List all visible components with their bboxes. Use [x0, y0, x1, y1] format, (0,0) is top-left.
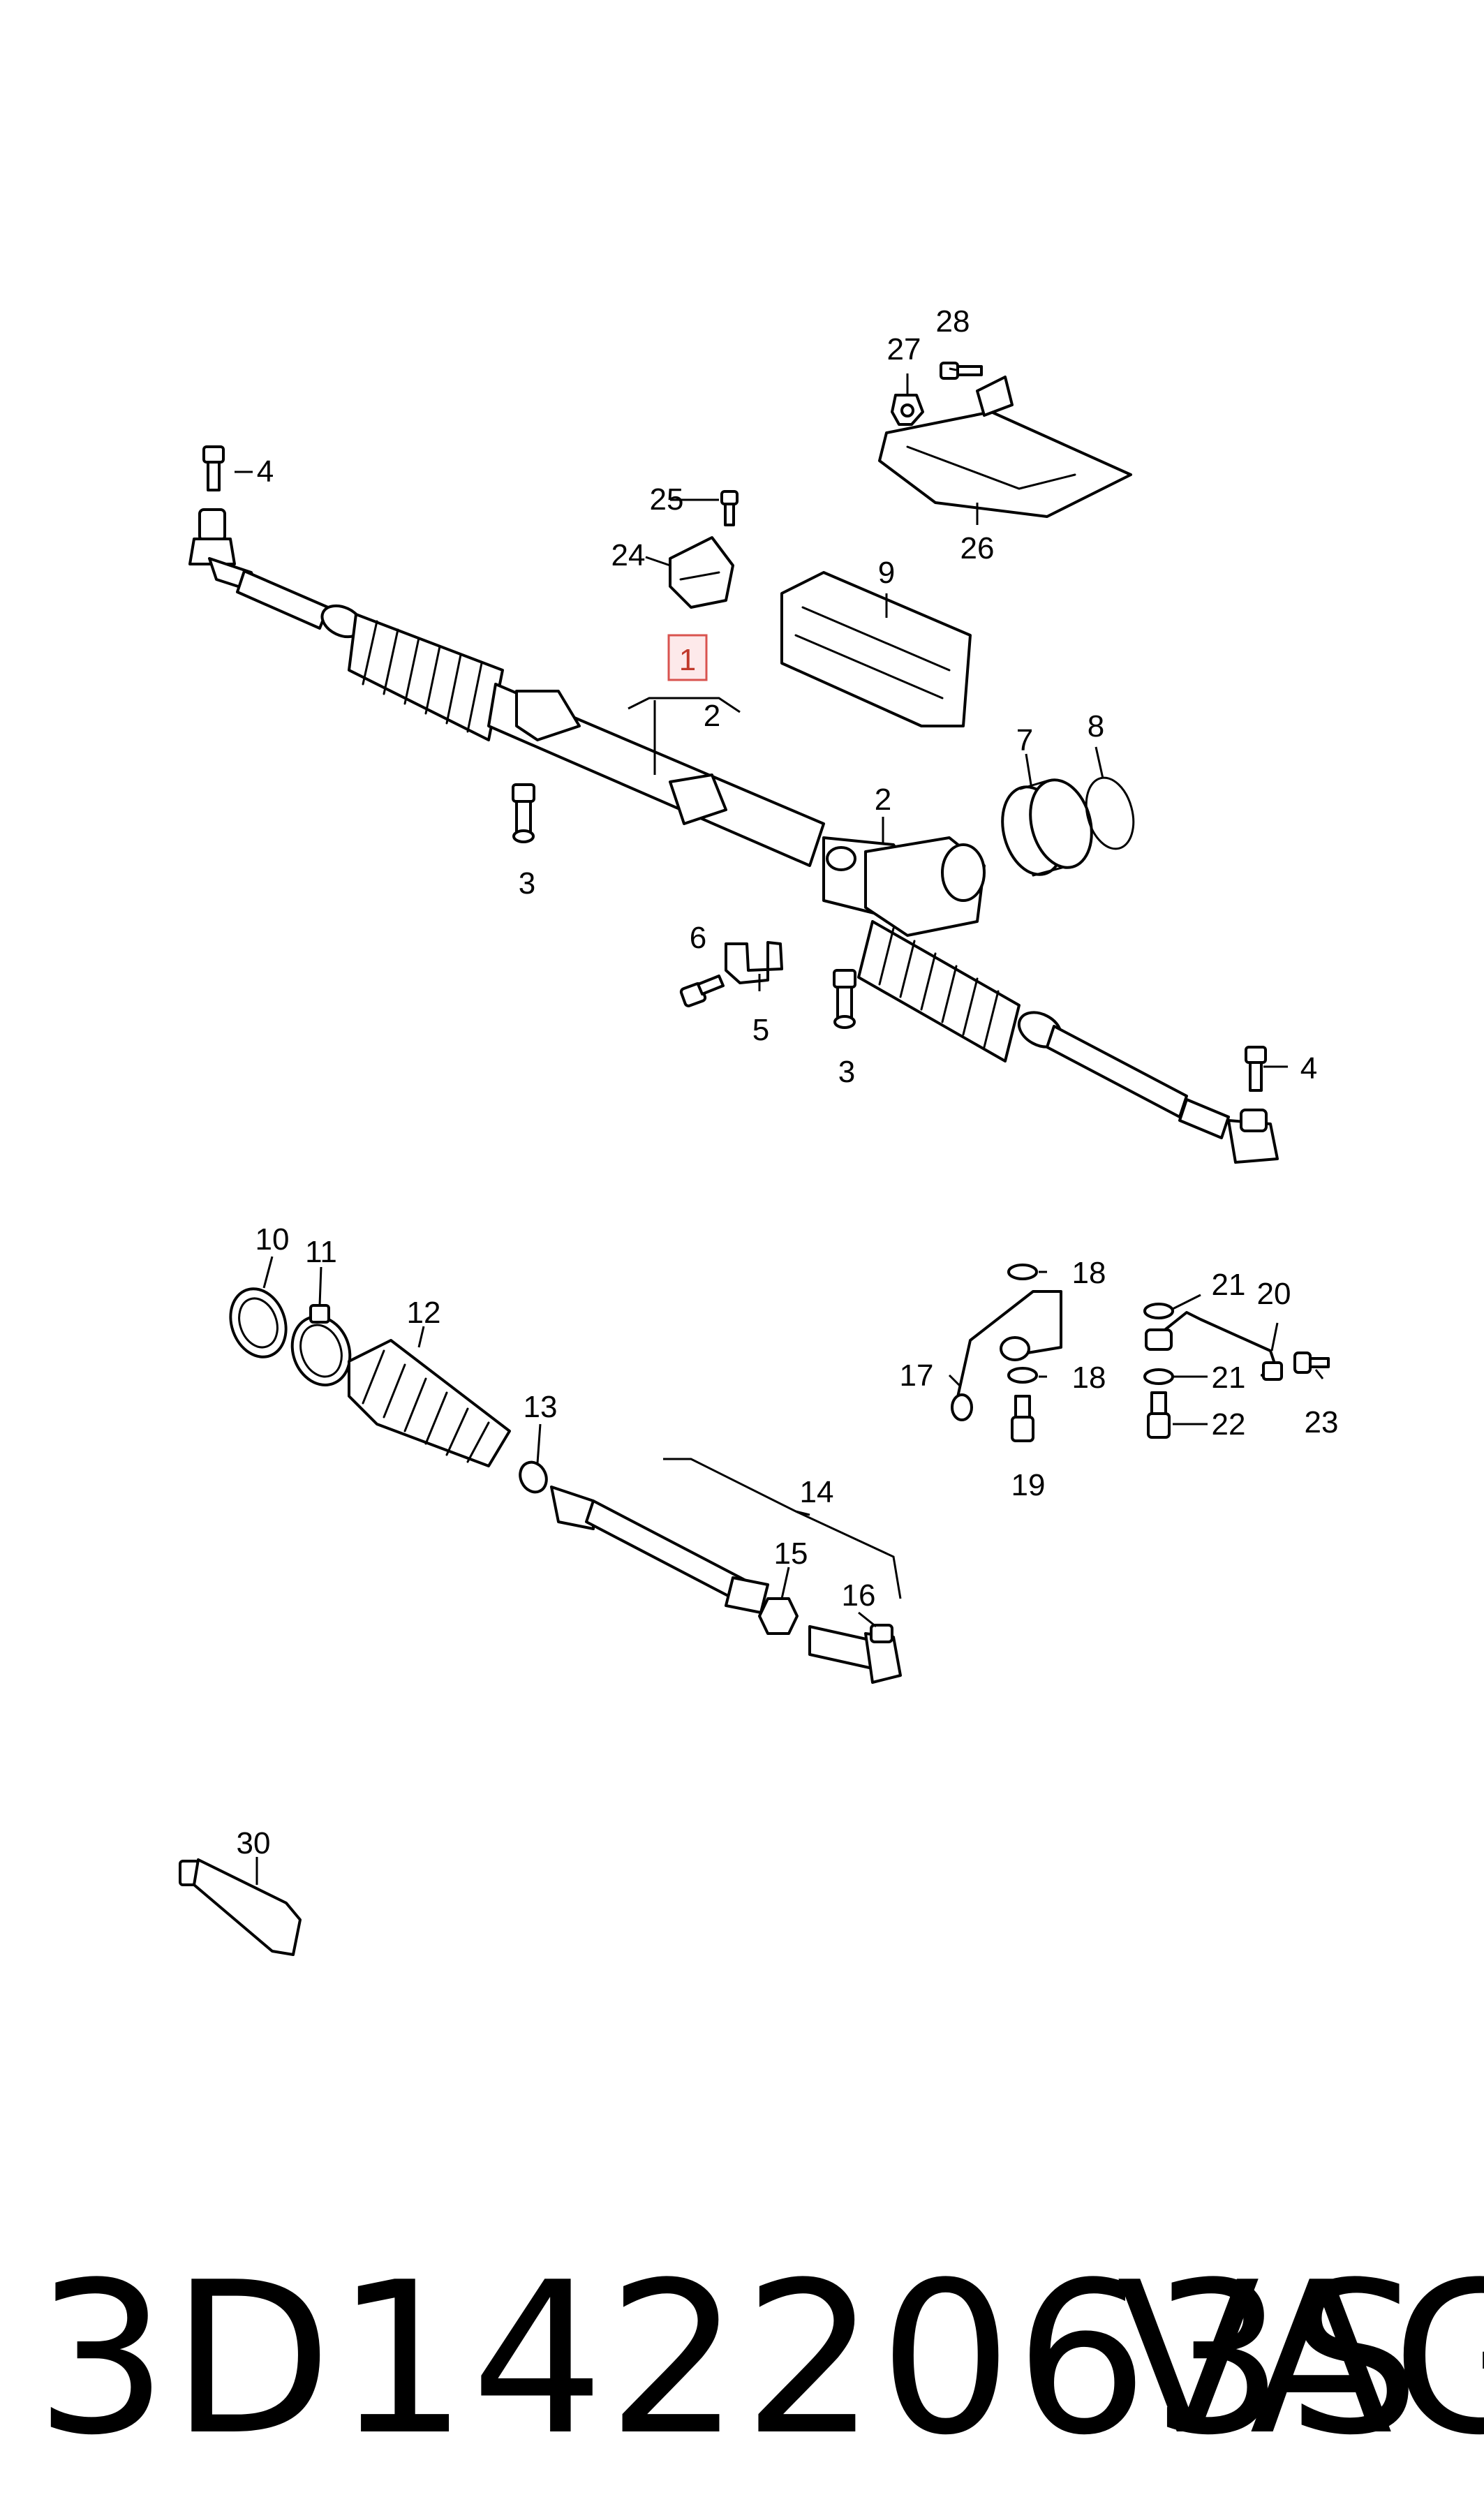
rack-housing: [487, 683, 986, 937]
callout-9[interactable]: 9: [878, 556, 895, 590]
callout-23[interactable]: 23: [1305, 1405, 1339, 1439]
seal-ring-10: [229, 1287, 288, 1358]
pressure-line-17: [951, 1290, 1062, 1421]
insulating-sleeve-9: [780, 571, 972, 727]
callout-18[interactable]: 18: [1072, 1361, 1106, 1395]
callout-14[interactable]: 14: [800, 1475, 834, 1509]
callout-17[interactable]: 17: [900, 1358, 934, 1393]
callout-18[interactable]: 18: [1072, 1256, 1106, 1290]
steering-boot-right: [857, 920, 1021, 1062]
callout-24[interactable]: 24: [611, 538, 646, 572]
callout-13[interactable]: 13: [524, 1390, 558, 1424]
bracket-5: [725, 941, 783, 984]
bolt-28: [940, 362, 983, 380]
bolt-3-left: [512, 783, 535, 843]
grease-tube-30: [179, 1858, 302, 1956]
clamp-11: [290, 1304, 352, 1386]
highlight-box-part-1: [667, 634, 708, 681]
banjo-bolt-22: [1147, 1391, 1171, 1439]
steering-boot-left: [348, 613, 504, 741]
callout-2[interactable]: 2: [875, 783, 891, 817]
bolt-3-right: [833, 969, 856, 1029]
callout-4[interactable]: 4: [1300, 1051, 1317, 1086]
screw-6: [679, 975, 725, 1007]
callout-2[interactable]: 2: [704, 699, 720, 733]
callout-10[interactable]: 10: [255, 1222, 290, 1257]
clamp-13: [519, 1460, 548, 1494]
bolt-23: [1293, 1351, 1330, 1374]
callout-21[interactable]: 21: [1212, 1268, 1246, 1302]
callout-25[interactable]: 25: [650, 482, 684, 517]
nut-15: [758, 1597, 799, 1635]
steering-rack-assembly: [188, 508, 1279, 1164]
screw-25: [720, 490, 739, 526]
callout-22[interactable]: 22: [1212, 1407, 1246, 1442]
brand-label: VAG: [1117, 2237, 1484, 2481]
callout-19[interactable]: 19: [1011, 1468, 1046, 1502]
boot-12: [348, 1339, 511, 1467]
heat-shield-26: [878, 376, 1132, 518]
callout-5[interactable]: 5: [752, 1013, 769, 1047]
callout-20[interactable]: 20: [1257, 1277, 1291, 1311]
callout-7[interactable]: 7: [1016, 723, 1033, 757]
callout-8[interactable]: 8: [1088, 709, 1104, 743]
part-number-label: 3D1422063S: [35, 2237, 1423, 2481]
tie-rod-end-16: [808, 1624, 902, 1684]
callout-12[interactable]: 12: [407, 1296, 441, 1330]
circlip-8: [1085, 776, 1135, 850]
tie-rod-end-right: [1017, 1011, 1279, 1164]
callout-16[interactable]: 16: [842, 1578, 876, 1613]
callout-3[interactable]: 3: [838, 1055, 855, 1089]
bearing-7: [1001, 778, 1093, 877]
callout-15[interactable]: 15: [774, 1536, 808, 1571]
tie-rod-14: [550, 1486, 769, 1614]
washer-21: [1143, 1303, 1174, 1385]
assembly-bracket-14: [663, 1458, 902, 1599]
callout-27[interactable]: 27: [887, 332, 921, 366]
callout-3[interactable]: 3: [519, 866, 535, 901]
callout-1[interactable]: 1: [679, 643, 696, 677]
callout-6[interactable]: 6: [690, 921, 706, 955]
callout-4[interactable]: 4: [257, 454, 274, 489]
bolt-4-right: [1245, 1046, 1267, 1092]
leader-lines: [235, 367, 1324, 1885]
callout-26[interactable]: 26: [960, 531, 995, 565]
nut-27: [891, 394, 924, 426]
tie-rod-end-left: [188, 508, 364, 639]
callout-numbers: 1 2 2 3 3 4 4 5 6 7 8 9 10 11 12 13 14 1…: [237, 304, 1339, 1860]
callout-11[interactable]: 11: [305, 1235, 337, 1269]
callout-30[interactable]: 30: [237, 1826, 271, 1860]
callout-28[interactable]: 28: [936, 304, 970, 339]
bolt-4-left: [202, 445, 225, 491]
o-ring-18: [1007, 1264, 1038, 1384]
return-line-20: [1145, 1311, 1283, 1381]
callout-21[interactable]: 21: [1212, 1361, 1246, 1395]
banjo-bolt-19: [1011, 1395, 1034, 1442]
clamp-24: [669, 536, 734, 609]
